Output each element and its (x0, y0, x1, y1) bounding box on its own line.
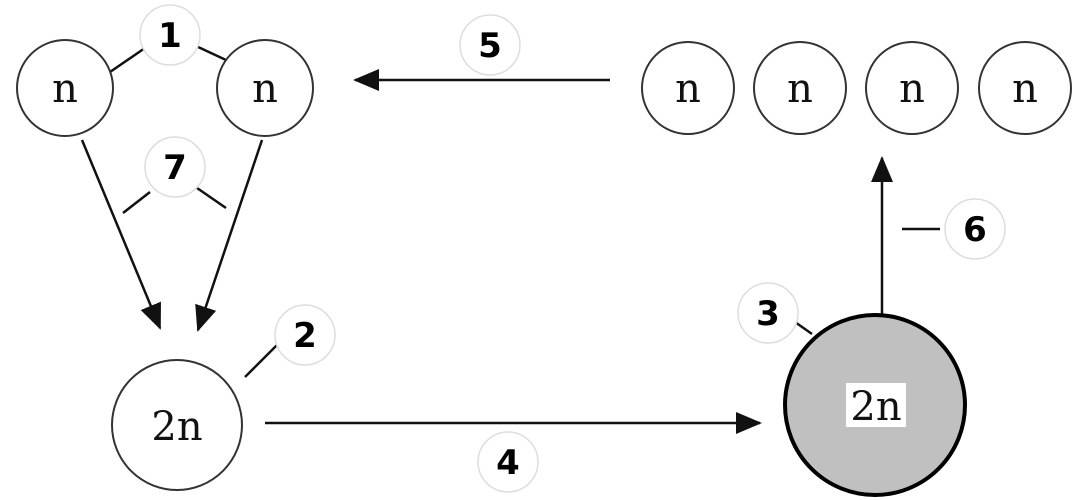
spore-2-label: n (787, 66, 813, 112)
zygote-label-bg (846, 383, 906, 427)
badge-2: 2 (274, 304, 336, 366)
gamete-left-label: n (52, 66, 78, 112)
badge-4-text: 4 (496, 443, 520, 483)
spore-3-label: n (899, 66, 925, 112)
badge-5: 5 (459, 14, 521, 76)
badge-3-text: 3 (756, 294, 780, 334)
leader-2 (244, 344, 278, 378)
badge-1: 1 (139, 4, 201, 66)
spore-cell-2: n (753, 41, 847, 135)
spore-4-label: n (1012, 66, 1038, 112)
leader-7-right (196, 186, 227, 210)
diploid-label: 2n (151, 404, 202, 450)
arrow-fusion-left (80, 139, 162, 330)
gamete-right-label: n (252, 66, 278, 112)
zygote-cell: 2n (783, 313, 967, 497)
diploid-cell: 2n (111, 359, 243, 491)
zygote-label: 2n (850, 384, 901, 430)
badge-2-text: 2 (293, 316, 317, 356)
badge-7-text: 7 (163, 148, 187, 188)
badge-6: 6 (944, 198, 1006, 260)
badge-7: 7 (144, 136, 206, 198)
badge-4: 4 (477, 431, 539, 493)
gamete-cell-left: n (16, 39, 114, 137)
gamete-cell-right: n (216, 39, 314, 137)
leader-3 (794, 320, 813, 336)
spore-1-label: n (675, 66, 701, 112)
badge-6-text: 6 (963, 210, 987, 250)
leader-1-left (109, 46, 146, 74)
spore-cell-1: n (641, 41, 735, 135)
spore-cell-4: n (978, 41, 1072, 135)
badge-3: 3 (737, 282, 799, 344)
leader-1-right (195, 44, 227, 62)
badge-1-text: 1 (158, 16, 182, 56)
badge-5-text: 5 (478, 26, 502, 66)
leader-7-left (122, 191, 151, 214)
spore-cell-3: n (865, 41, 959, 135)
arrow-fusion-right (195, 139, 264, 332)
